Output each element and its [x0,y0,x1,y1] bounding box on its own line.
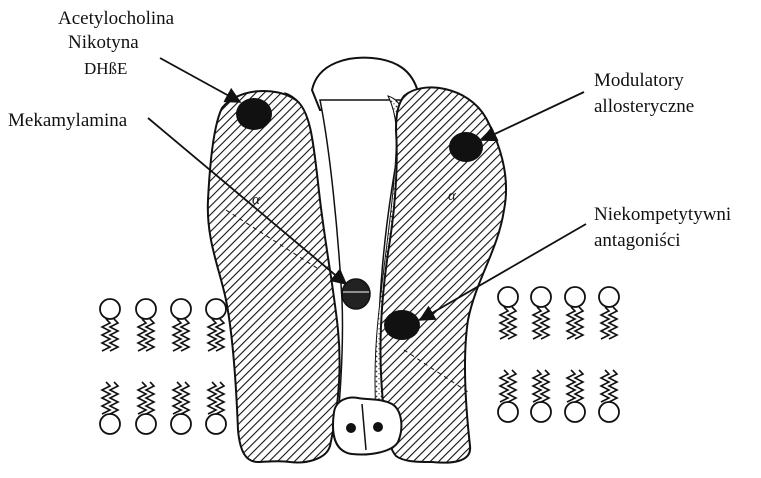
lipid-head [100,414,120,434]
lipid-head [136,414,156,434]
lipid-tail [575,307,583,339]
lipid-head [498,402,518,422]
alpha-subunit-left [208,91,340,463]
label-nicotine: Nikotyna [68,32,139,53]
lipid-tail [146,382,154,414]
allosteric-binding-site [449,132,483,162]
lipid-head [565,287,585,307]
label-modulators-1: Modulatory [594,70,684,91]
lipid-molecule [171,382,191,434]
lipid-molecule [565,370,585,422]
label-dhbe: DHßE [84,59,127,78]
lipid-molecule [100,299,120,351]
noncompetitive-binding-site [384,310,420,340]
lipid-tail [110,319,118,351]
lipid-molecule [531,370,551,422]
lipid-head [531,287,551,307]
lipid-head [206,414,226,434]
lipid-tail [541,307,549,339]
vestibule-dot-left [346,423,356,433]
lipid-tail [181,382,189,414]
lipid-head [531,402,551,422]
lipid-molecule [171,299,191,351]
lipid-tail [146,319,154,351]
lipid-head [206,299,226,319]
label-noncompetitive-1: Niekompetytywni [594,204,731,225]
lipid-tail [181,319,189,351]
lipid-molecule [136,299,156,351]
lipid-tail [216,382,224,414]
vestibule-dot-right [373,422,383,432]
lipid-tail [541,370,549,402]
subunit-label-right: α [448,188,457,204]
label-modulators-2: allosteryczne [594,96,694,117]
lipid-tail [216,319,224,351]
lipid-tail [609,307,617,339]
lipid-tail [508,370,516,402]
lipid-bilayer-left [100,299,226,434]
lipid-head [171,299,191,319]
lipid-bilayer-right [498,287,619,422]
alpha-subunit-right [380,87,506,462]
lipid-molecule [531,287,551,339]
label-mecamylamine: Mekamylamina [8,110,128,131]
lipid-molecule [100,382,120,434]
lipid-molecule [498,287,518,339]
lipid-molecule [136,382,156,434]
lipid-molecule [599,287,619,339]
lipid-head [498,287,518,307]
lipid-molecule [565,287,585,339]
lipid-molecule [206,299,226,351]
lipid-tail [575,370,583,402]
lipid-head [136,299,156,319]
lipid-molecule [206,382,226,434]
lipid-head [100,299,120,319]
lipid-head [171,414,191,434]
agonist-pointer [160,58,240,102]
cytoplasmic-vestibule [333,398,401,455]
lipid-tail [508,307,516,339]
lipid-tail [110,382,118,414]
allosteric-pointer [482,92,584,140]
lipid-head [599,287,619,307]
lipid-head [565,402,585,422]
lipid-molecule [498,370,518,422]
lipid-molecule [599,370,619,422]
agonist-binding-site [236,98,272,130]
lipid-head [599,402,619,422]
label-noncompetitive-2: antagoniści [594,230,681,251]
label-acetylcholine: Acetylocholina [58,8,175,29]
lipid-tail [609,370,617,402]
